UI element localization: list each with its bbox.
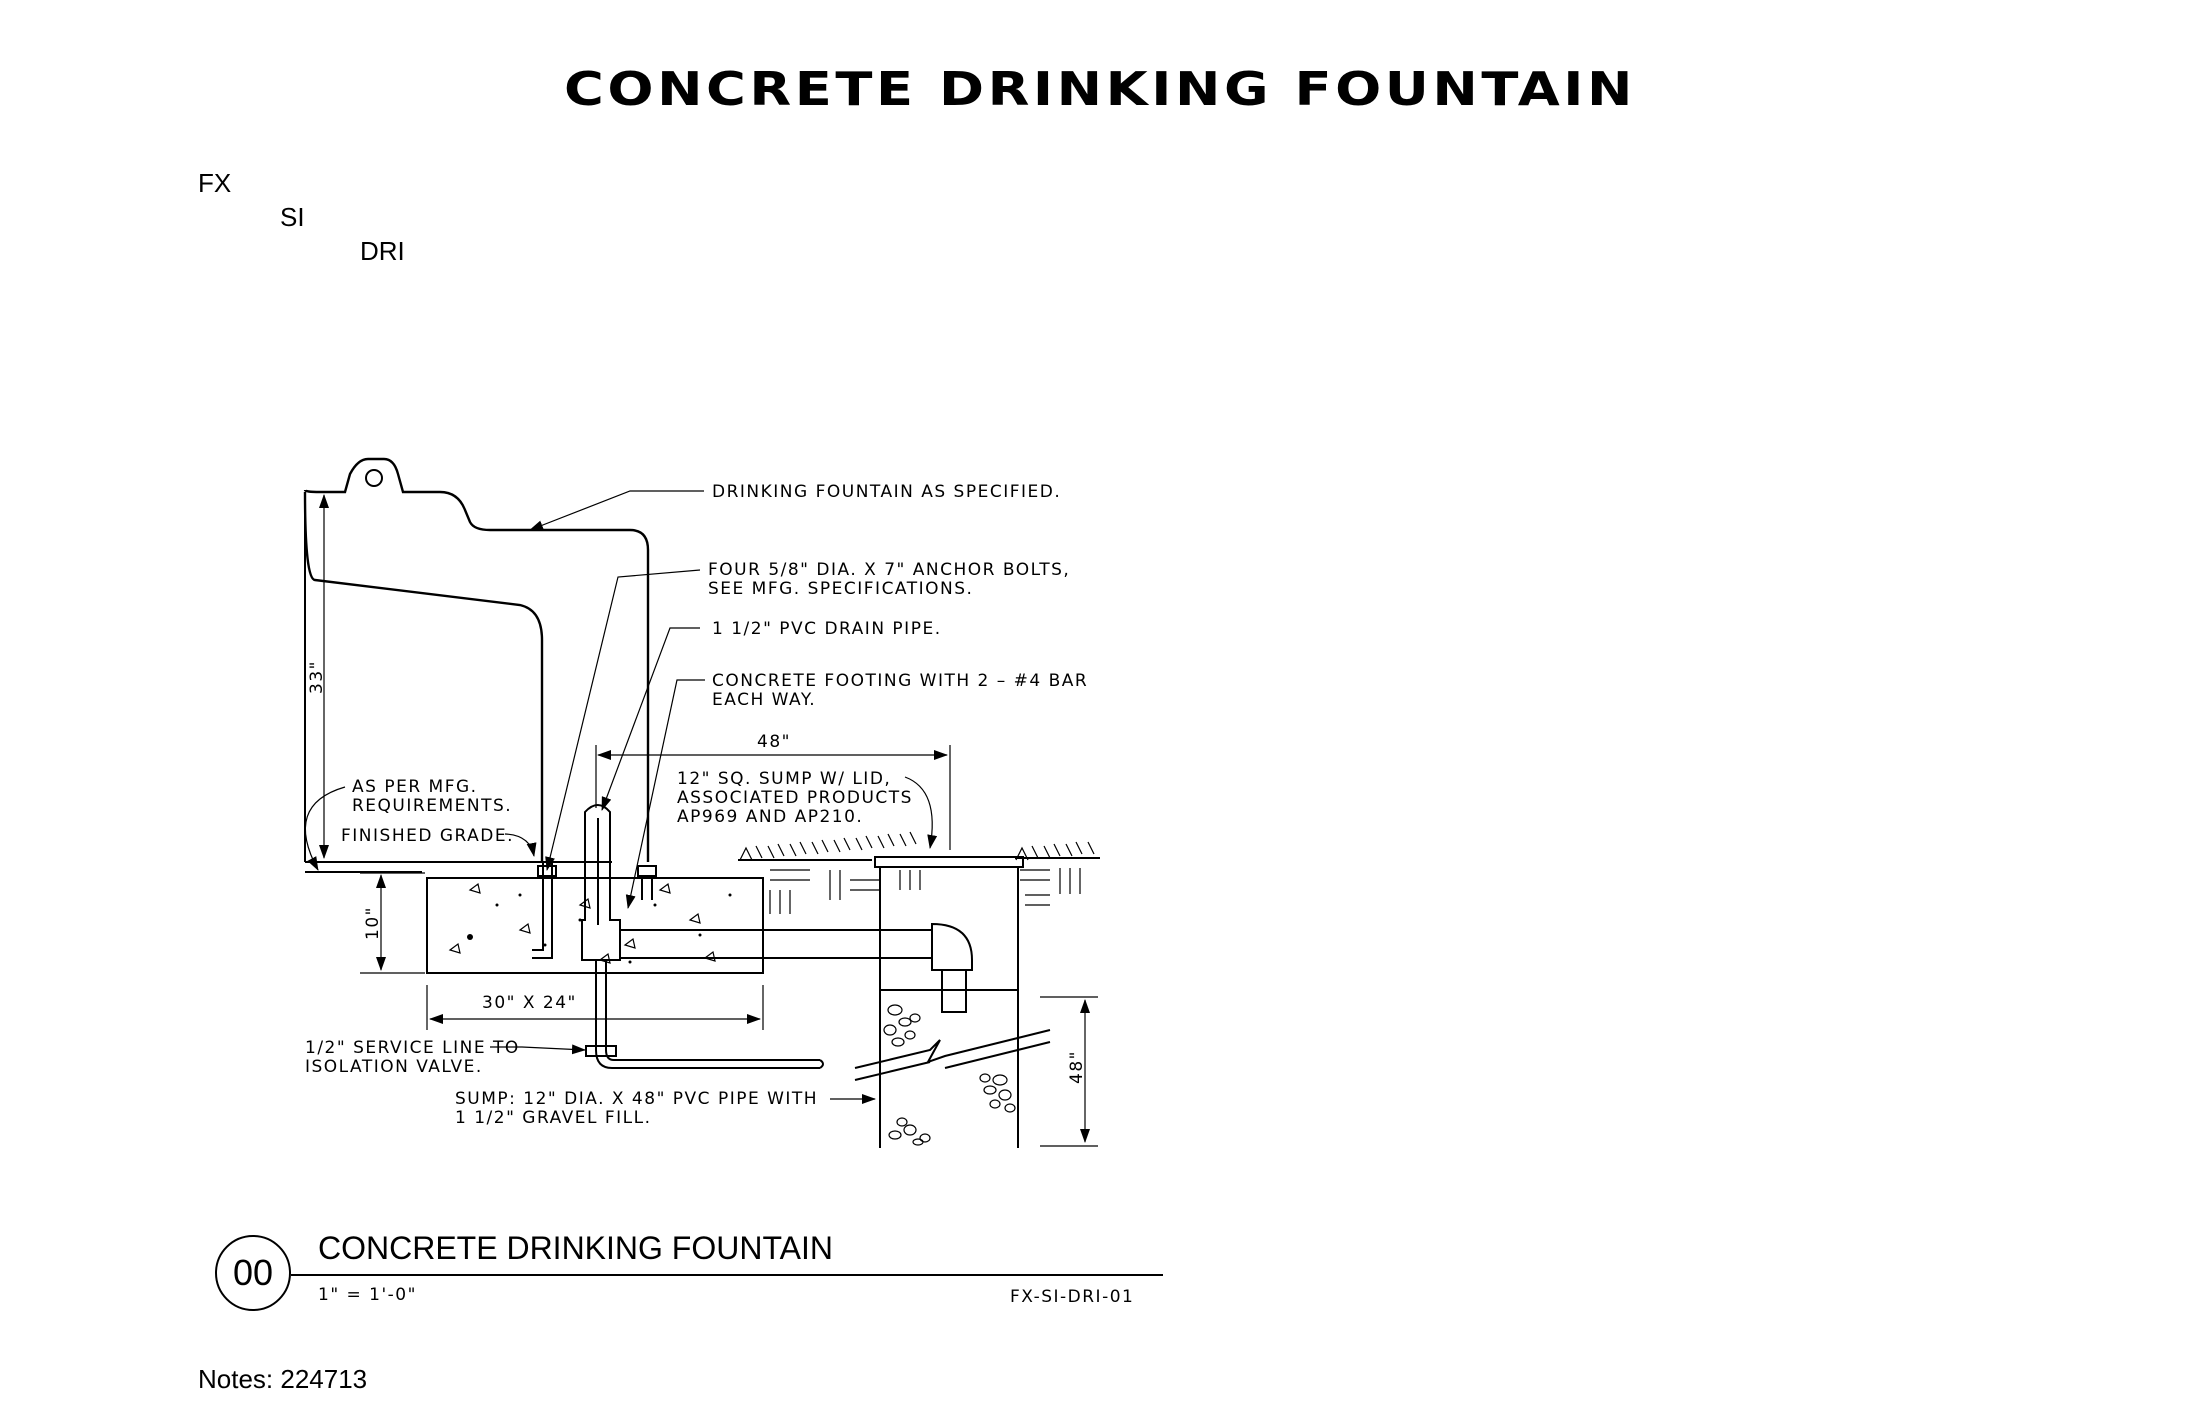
- dimension-33in: [310, 491, 340, 859]
- dimension-48in-top-label: 48": [757, 732, 791, 752]
- service-line: [585, 960, 824, 1069]
- detail-code: FX-SI-DRI-01: [1010, 1287, 1135, 1307]
- sump-pipe-label-2: 1 1/2" GRAVEL FILL.: [455, 1108, 652, 1128]
- sump-lid-label-2: ASSOCIATED PRODUCTS: [677, 788, 913, 808]
- dimension-30x24: [426, 985, 764, 1030]
- detail-title: CONCRETE DRINKING FOUNTAIN: [318, 1230, 833, 1266]
- pvc-drain-pipe: [581, 804, 973, 1013]
- detail-scale: 1" = 1'-0": [318, 1285, 417, 1305]
- fountain-label: DRINKING FOUNTAIN AS SPECIFIED.: [712, 482, 1061, 502]
- sump-lid-label-3: AP969 AND AP210.: [677, 807, 863, 827]
- dimension-10in: [360, 872, 425, 974]
- page-title: CONCRETE DRINKING FOUNTAIN: [564, 62, 1636, 116]
- anchor-bolt: [532, 862, 557, 959]
- footing-label: CONCRETE FOOTING WITH 2 – #4 BAR: [712, 671, 1088, 691]
- item-code: DRI: [360, 236, 405, 266]
- dimension-10in-label: 10": [363, 906, 383, 940]
- sump-lid-label: 12" SQ. SUMP W/ LID,: [677, 769, 891, 789]
- anchor-bolts-label-2: SEE MFG. SPECIFICATIONS.: [708, 579, 973, 599]
- detail-number-bubble: 00: [215, 1235, 291, 1311]
- detail-number: 00: [232, 1252, 274, 1293]
- dimension-30x24-label: 30" X 24": [482, 993, 577, 1013]
- anchor-bolt-right: [637, 865, 657, 900]
- mfg-requirements-label-2: REQUIREMENTS.: [352, 796, 512, 816]
- service-line-label-2: ISOLATION VALVE.: [305, 1057, 483, 1077]
- sump-pipe-label: SUMP: 12" DIA. X 48" PVC PIPE WITH: [455, 1089, 818, 1109]
- dimension-48in-side: [1040, 996, 1098, 1147]
- title-underline: [291, 1274, 1163, 1276]
- dimension-33in-label: 33": [307, 660, 327, 694]
- notes: Notes: 224713: [198, 1364, 368, 1394]
- leader-lines: [304, 490, 938, 1104]
- soil-hatch: [739, 831, 1095, 914]
- subcategory-code: SI: [280, 202, 305, 232]
- drain-pipe-label: 1 1/2" PVC DRAIN PIPE.: [712, 619, 942, 639]
- category-code: FX: [198, 168, 232, 198]
- sump-structure: [854, 856, 1051, 1148]
- dimension-48in-side-label: 48": [1067, 1050, 1087, 1084]
- dimension-48in-top: [595, 745, 951, 850]
- service-line-label: 1/2" SERVICE LINE TO: [305, 1038, 520, 1058]
- finished-grade-label: FINISHED GRADE.: [341, 826, 514, 846]
- drinking-fountain-body: [303, 457, 650, 862]
- footing-label-2: EACH WAY.: [712, 690, 816, 710]
- finished-grade-line: [305, 857, 1100, 873]
- mfg-requirements-label: AS PER MFG.: [352, 777, 478, 797]
- anchor-bolts-label: FOUR 5/8" DIA. X 7" ANCHOR BOLTS,: [708, 560, 1070, 580]
